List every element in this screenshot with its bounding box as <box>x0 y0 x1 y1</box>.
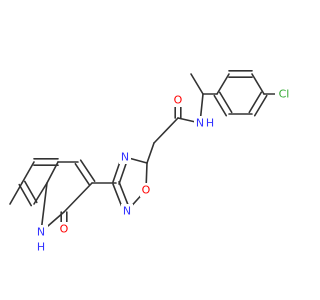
bond-ch-methyl <box>190 73 204 95</box>
bond-ring1-4-a <box>213 94 228 117</box>
atom-n-oxadiazole-upper-bg <box>119 150 131 164</box>
atom-cl: Cl <box>275 87 293 101</box>
atom-n-amide-label: N <box>196 117 204 130</box>
atom-o-oxadiazole-bg <box>140 183 152 197</box>
bond-b-3-a <box>18 183 33 207</box>
bond-layer <box>9 70 285 233</box>
structure-drawing: Cl O N H N O N O N H <box>9 70 293 255</box>
atom-o-amide-bg <box>172 93 184 107</box>
atom-n-oxadiazole-lower-bg <box>121 204 133 218</box>
bond-q-c8a-n1 <box>40 182 48 233</box>
atom-o-quinolone-label: O <box>60 223 69 236</box>
atom-nh-amide-bg <box>194 116 216 131</box>
atom-o-oxadiazole-label: O <box>142 184 151 197</box>
atom-cl-label: Cl <box>279 88 290 101</box>
bond-ring1-6-b <box>248 91 263 114</box>
atom-h-amide-label: H <box>206 117 214 130</box>
atom-cl-bg <box>275 87 293 101</box>
atom-n-oxadiazole-upper-label: N <box>121 151 129 164</box>
bond-b-4 <box>33 182 48 205</box>
atom-n-oxadiazole-lower: N <box>121 204 133 218</box>
bond-ring1-4-b <box>218 91 233 114</box>
atom-o-oxadiazole: O <box>140 183 152 197</box>
bond-q-c2-c3 <box>63 182 93 213</box>
atom-nh-amide: N H <box>194 116 216 131</box>
atom-o-amide: O <box>172 93 184 107</box>
atom-n-oxadiazole-upper: N <box>119 150 131 164</box>
atom-o-quinolone-bg <box>58 222 70 236</box>
atom-o-amide-label: O <box>174 94 183 107</box>
atom-o-quinolone: O <box>58 222 70 236</box>
bond-methyl <box>9 182 23 205</box>
bond-ring1-3 <box>216 73 230 95</box>
bond-ch2-ch2 <box>146 142 155 164</box>
bond-q-c3-c4-b <box>74 162 91 186</box>
atom-h-quinolone-label: H <box>37 241 45 254</box>
bond-ring1-6-a <box>253 94 268 117</box>
bond-b-3-b <box>23 180 38 204</box>
atom-nh-quinolone-bg <box>34 225 48 255</box>
bond-carbonyl-ch2 <box>153 117 179 144</box>
atom-n-oxadiazole-lower-label: N <box>123 205 131 218</box>
molecule-diagram: Cl O N H N O N O N H <box>9 70 293 255</box>
bond-q-c3-c4-a <box>79 159 96 183</box>
atom-n-quinolone-label: N <box>37 226 45 239</box>
bond-ring1-1 <box>251 73 265 95</box>
atom-nh-quinolone: N H <box>34 225 48 255</box>
bond-b-2 <box>21 161 35 184</box>
